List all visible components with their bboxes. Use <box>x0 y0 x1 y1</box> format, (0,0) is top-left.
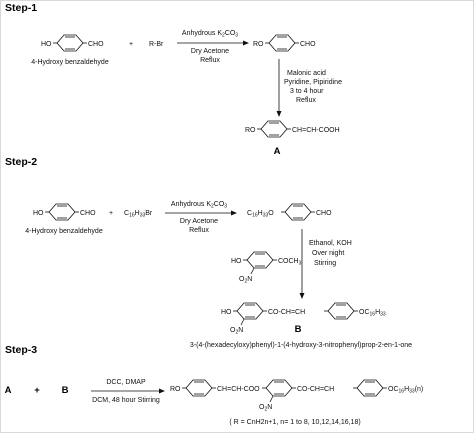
arrow-head <box>299 293 305 299</box>
step2-down-conditions-3: Stirring <box>314 260 336 267</box>
product-a-ro: RO <box>245 127 256 134</box>
step2-down-conditions-1: Ethanol, KOH <box>309 240 352 247</box>
step1-plus: + <box>129 41 133 48</box>
step1-conditions-2: Dry Acetone <box>191 48 229 55</box>
step1-down-conditions-2: Pyridine, Pipiridine <box>284 79 342 86</box>
final-linker-2: CO-CH=CH <box>297 386 334 393</box>
step2-plus: + <box>109 210 113 217</box>
step2-reactant-benzaldehyde: HO CHO 4-Hydroxy benzaldehyde <box>25 203 103 235</box>
step1-product-a: RO CH=CH-COOH A <box>245 120 340 157</box>
step2-conditions-3: Reflux <box>189 227 209 234</box>
final-nitro: O2N <box>259 404 272 413</box>
step1-intermediate-ro: RO <box>253 41 264 48</box>
step3-title: Step-3 <box>5 344 37 356</box>
step2-reactant-cho: CHO <box>80 210 96 217</box>
step1-intermediate-cho: CHO <box>300 41 316 48</box>
product-a-chain: CH=CH-COOH <box>292 127 340 134</box>
step3-footnote: ( R = CnH2n+1, n= 1 to 8, 10,12,14,16,18… <box>229 419 360 426</box>
step2-intermediate-c16h33o: C16H33O <box>247 210 274 219</box>
step1-down-conditions-3: 3 to 4 hour <box>290 88 324 95</box>
coreactant-acetyl: COCH3 <box>278 258 302 267</box>
final-linker-1: CH=CH-COO <box>217 386 260 393</box>
step1-reactant-cho: CHO <box>88 41 104 48</box>
step1-conditions-1: Anhydrous K2CO3 <box>182 30 238 39</box>
step2-product-b: HO CO-CH=CH OC16H33 O2N B 3-(4-(hexadecy… <box>190 302 412 349</box>
step1-down-conditions-1: Malonic acid <box>287 70 326 77</box>
step2-reactant-ho: HO <box>33 210 44 217</box>
step2-arrow: Anhydrous K2CO3 Dry Acetone Reflux <box>165 201 237 234</box>
step3-conditions-bottom: DCM, 48 hour Stirring <box>92 397 160 404</box>
step1-reactant-benzaldehyde: HO CHO 4-Hydroxy benzaldehyde <box>31 34 109 66</box>
final-oc16h33: OC16H33(n) <box>388 386 423 395</box>
step2-reactant-name: 4-Hydroxy benzaldehyde <box>25 228 103 235</box>
step2-intermediate-cho: CHO <box>316 210 332 217</box>
final-product: RO CH=CH-COO CO-CH=CH OC16H33(n) O2N <box>170 379 423 413</box>
arrow-head <box>231 210 237 216</box>
product-b-ho: HO <box>221 309 232 316</box>
step2-conditions-2: Dry Acetone <box>180 218 218 225</box>
step3-conditions-top: DCC, DMAP <box>106 379 146 386</box>
bond <box>269 395 274 403</box>
bond <box>240 318 245 326</box>
step2-title: Step-2 <box>5 156 37 168</box>
product-b-linker: CO-CH=CH <box>268 309 305 316</box>
coreactant-nitro: O2N <box>239 276 252 285</box>
step1-title: Step-1 <box>5 2 37 14</box>
product-b-name: 3-(4-(hexadecyloxy)phenyl)-1-(4-hydroxy-… <box>190 342 412 349</box>
step1-conditions-3: Reflux <box>200 57 220 64</box>
step2-coreactant: HO COCH3 O2N <box>231 251 302 285</box>
step3-arrow: DCC, DMAP DCM, 48 hour Stirring <box>91 379 165 404</box>
step1-down-conditions-4: Reflux <box>296 97 316 104</box>
step2-conditions-1: Anhydrous K2CO3 <box>171 201 227 210</box>
step3-plus: + <box>34 385 40 396</box>
step1-intermediate: RO CHO <box>253 34 316 52</box>
step1-reagent: R-Br <box>149 41 164 48</box>
step1-reactant-name: 4-Hydroxy benzaldehyde <box>31 59 109 66</box>
step1-down-arrow: Malonic acid Pyridine, Pipiridine 3 to 4… <box>276 59 342 117</box>
arrow-head <box>159 388 165 394</box>
final-ro: RO <box>170 386 181 393</box>
product-a-label: A <box>274 146 281 157</box>
step2-reagent: C16H33Br <box>124 210 153 219</box>
product-b-label: B <box>295 324 302 335</box>
bond <box>250 267 255 275</box>
step1-arrow: Anhydrous K2CO3 Dry Acetone Reflux <box>177 30 249 64</box>
arrow-head <box>243 40 249 46</box>
coreactant-ho: HO <box>231 258 242 265</box>
step2-intermediate: C16H33O CHO <box>247 203 332 221</box>
product-b-nitro: O2N <box>230 327 243 336</box>
step2-down-arrow: Ethanol, KOH Over night Stirring <box>299 229 352 299</box>
step3-reactant-a: A <box>5 385 12 396</box>
step3-reactant-b: B <box>62 385 69 396</box>
step2-down-conditions-2: Over night <box>312 250 344 257</box>
product-b-oc16h33: OC16H33 <box>359 309 386 318</box>
step1-reactant-ho: HO <box>41 41 52 48</box>
arrow-head <box>276 111 282 117</box>
